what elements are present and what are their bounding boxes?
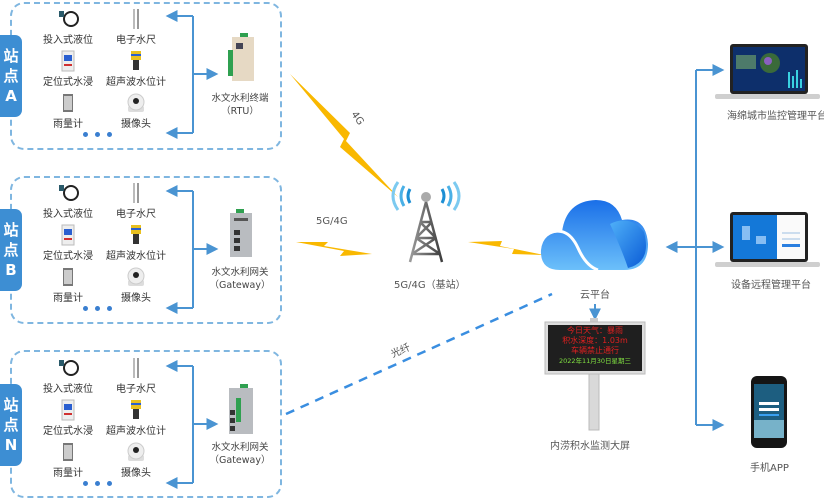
device-label: 投入式液位 [43,35,93,46]
submersible-level-sensor-icon [56,8,80,30]
led-display-screen [544,318,646,431]
station-b-bus [165,185,219,314]
station-n-bus [165,360,219,489]
gateway-n-device-icon [229,384,253,434]
station-n-tag: 站 点 N [0,384,22,466]
device-label: 雨量计 [53,293,83,304]
camera-icon [124,92,148,114]
endpoint-label-device-mgmt: 设备远程管理平台 [731,280,811,291]
station-tag-char: 站 [3,396,19,414]
submersible-level-sensor-icon [56,182,80,204]
station-tag-char: 点 [3,241,19,259]
device-label: 摄像头 [121,119,151,130]
water-immersion-sensor-icon [56,224,80,246]
device-label: 雨量计 [53,119,83,130]
device-label: 摄像头 [121,293,151,304]
gateway-b-device-icon [230,209,252,257]
ultrasonic-level-sensor-icon [124,399,148,421]
endpoint-label-mobile-app: 手机APP [750,463,789,474]
device-label: 投入式液位 [43,209,93,220]
station-a-bus [165,10,219,139]
station-tag-char: N [4,436,18,454]
lightning-bolt-to-cloud [468,241,544,255]
station-tag-char: A [5,87,17,105]
station-tag-char: 点 [3,416,19,434]
lightning-bolt-5g4g [296,242,372,256]
water-immersion-sensor-icon [56,50,80,72]
electronic-water-gauge-icon [124,182,148,204]
device-label: 电子水尺 [116,384,156,395]
rain-gauge-icon [56,92,80,114]
station-tag-char: 站 [3,221,19,239]
led-date-line: 2022年11月30日星期三 [558,357,632,365]
electronic-water-gauge-icon [124,357,148,379]
ultrasonic-level-sensor-icon [124,224,148,246]
camera-icon [124,266,148,288]
laptop-dashboard-icon [715,44,820,99]
link-label-5g4g: 5G/4G [316,216,348,227]
device-label: 投入式液位 [43,384,93,395]
ultrasonic-level-sensor-icon [124,50,148,72]
rain-gauge-icon [56,441,80,463]
device-label: 电子水尺 [116,35,156,46]
more-devices-ellipsis [83,306,112,311]
station-tag-char: B [5,261,17,279]
platform-bus [665,64,725,431]
device-label: 超声波水位计 [106,251,166,262]
device-label: 定位式水浸 [43,251,93,262]
phone-app-icon [751,376,787,448]
camera-icon [124,441,148,463]
gateway-name: 水文水利终端 [211,93,269,104]
gateway-subtitle: （Gateway） [209,455,271,466]
water-immersion-sensor-icon [56,399,80,421]
display-screen-label: 内涝积水监测大屏 [550,441,630,452]
fiber-link [285,292,553,416]
station-b-tag: 站 点 B [0,209,22,291]
gateway-subtitle: （RTU） [221,106,259,117]
base-station-label: 5G/4G（基站） [394,280,466,291]
gateway-n-label: 水文水利网关 （Gateway） [200,441,280,467]
station-a-tag: 站 点 A [0,35,22,117]
cloud-platform-icon [540,200,648,272]
cloud-platform-label: 云平台 [580,290,610,301]
station-tag-char: 点 [3,67,19,85]
station-tag-char: 站 [3,47,19,65]
base-station-tower-icon [391,181,461,263]
lightning-bolt-4g [290,74,398,197]
device-label: 定位式水浸 [43,77,93,88]
gateway-subtitle: （Gateway） [209,280,271,291]
gateway-b-label: 水文水利网关 （Gateway） [200,266,280,292]
endpoint-label-sponge-city: 海绵城市监控管理平台 [727,111,824,122]
submersible-level-sensor-icon [56,357,80,379]
electronic-water-gauge-icon [124,8,148,30]
device-label: 超声波水位计 [106,77,166,88]
device-label: 超声波水位计 [106,426,166,437]
led-text-block: 今日天气：暴雨 积水深度：1.03m 车辆禁止通行 2022年11月30日星期三 [549,326,641,366]
more-devices-ellipsis [83,132,112,137]
gateway-a-label: 水文水利终端 （RTU） [200,92,280,118]
rtu-device-icon [228,33,254,81]
gateway-name: 水文水利网关 [211,442,269,453]
more-devices-ellipsis [83,481,112,486]
device-label: 雨量计 [53,468,83,479]
device-label: 电子水尺 [116,209,156,220]
gateway-name: 水文水利网关 [211,267,269,278]
rain-gauge-icon [56,266,80,288]
led-line: 车辆禁止通行 [571,346,619,355]
device-label: 定位式水浸 [43,426,93,437]
laptop-login-icon [715,212,820,267]
led-line: 积水深度：1.03m [562,336,628,345]
led-line: 今日天气：暴雨 [567,326,623,335]
device-label: 摄像头 [121,468,151,479]
